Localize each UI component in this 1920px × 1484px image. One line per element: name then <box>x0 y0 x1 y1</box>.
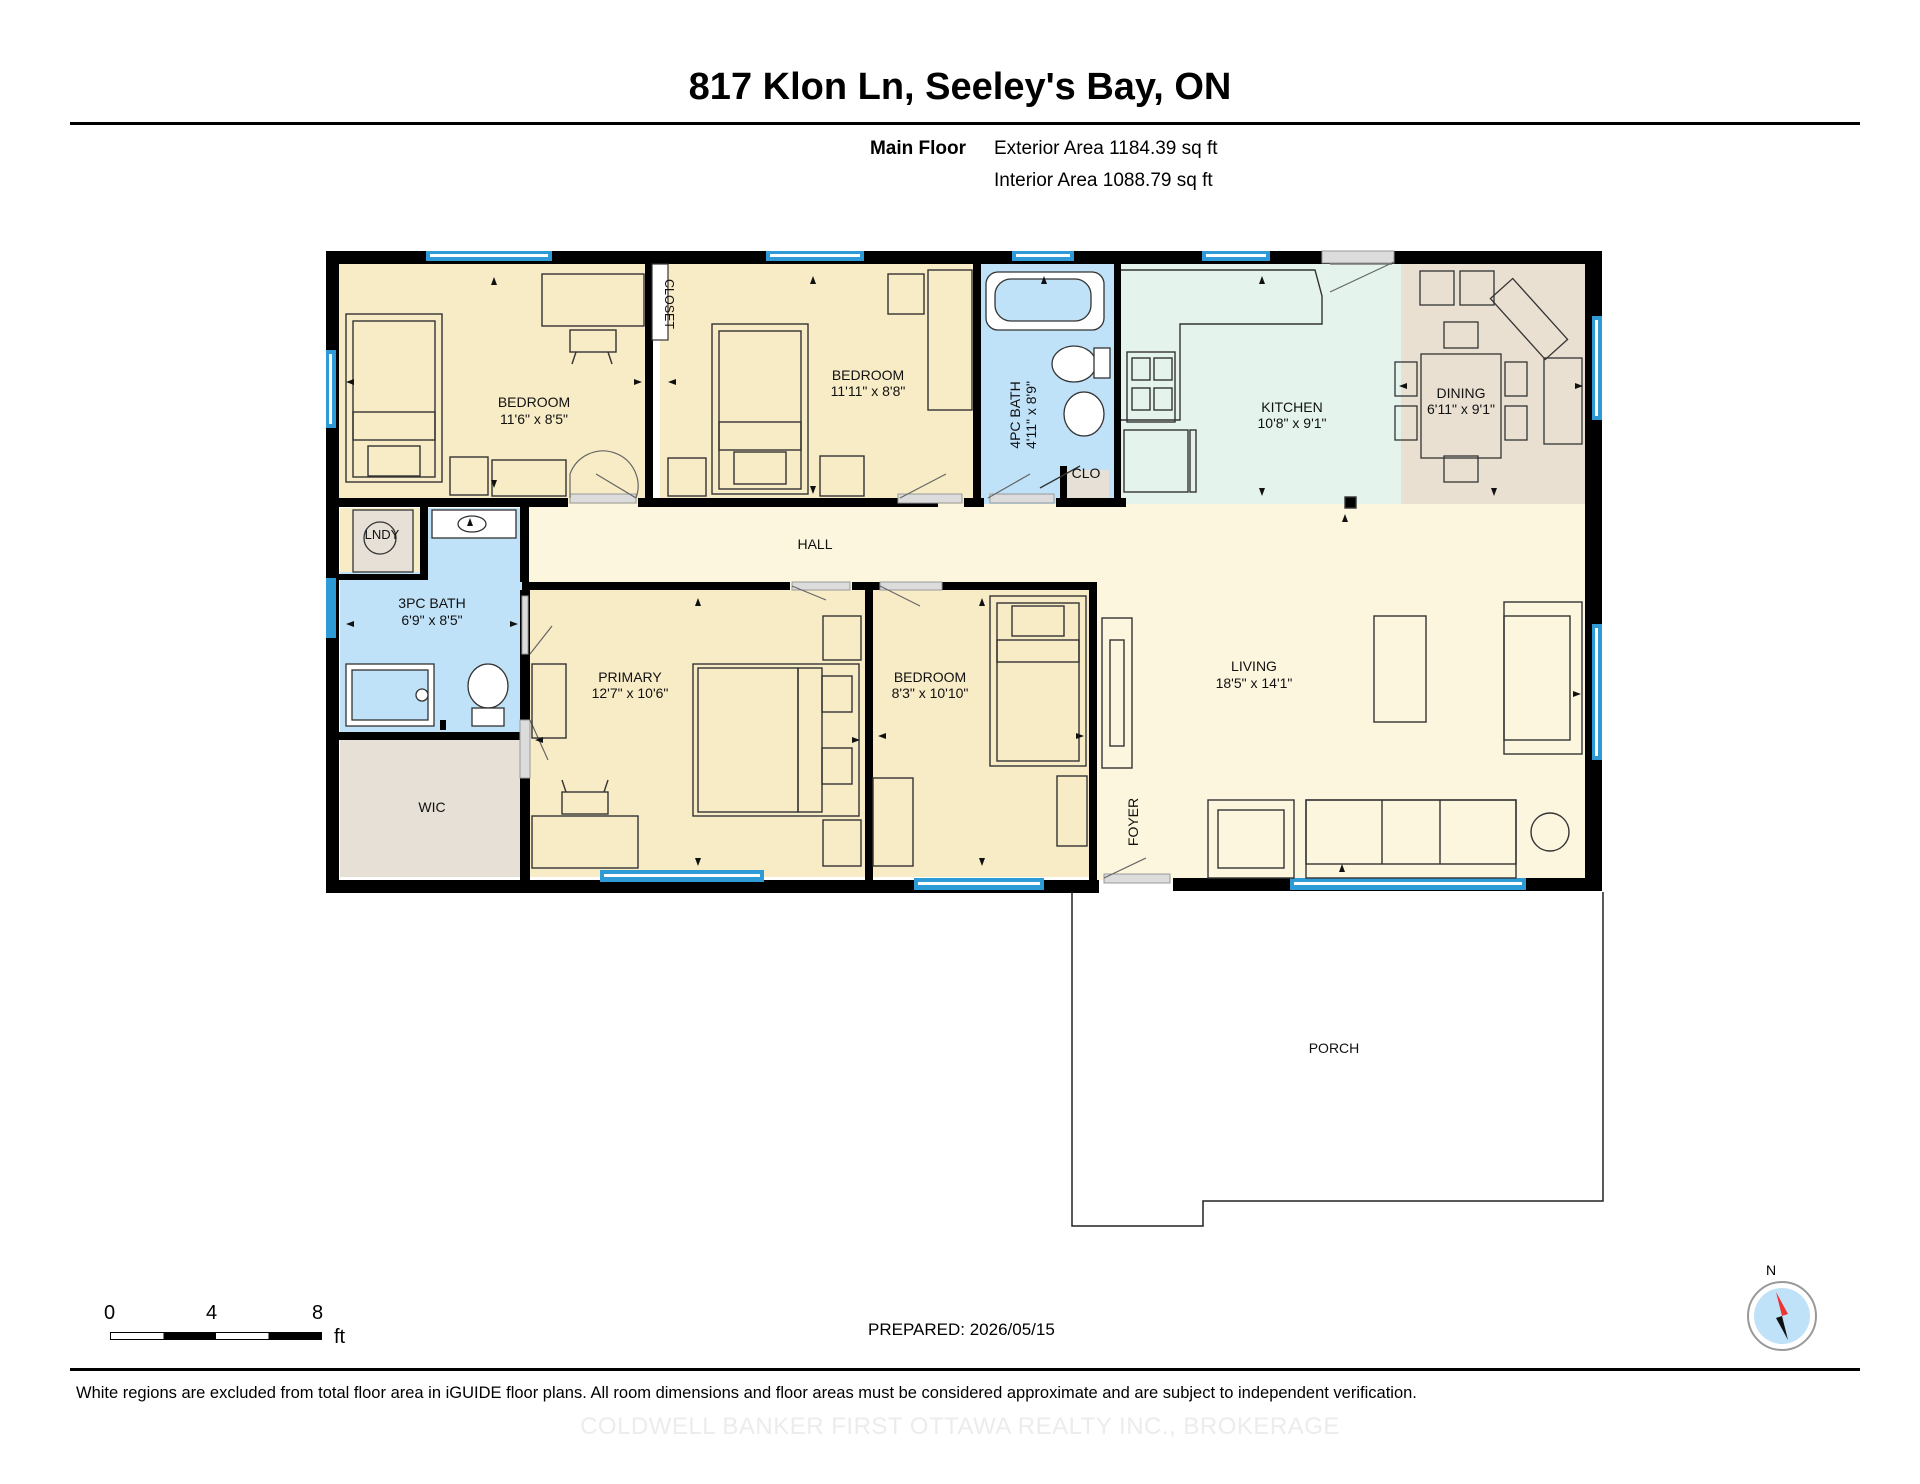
compass-label: N <box>1766 1262 1777 1278</box>
wic-name: WIC <box>418 799 445 815</box>
living-dims: 18'5" x 14'1" <box>1216 675 1293 691</box>
bedroom1-name: BEDROOM <box>498 394 570 410</box>
floor-label: Main Floor <box>869 138 966 159</box>
bath3-name: 3PC BATH <box>398 595 465 611</box>
lndy-name: LNDY <box>365 527 400 542</box>
primary-furniture <box>531 615 862 869</box>
room-hall <box>526 504 1585 594</box>
dining-dims: 6'11" x 9'1" <box>1427 401 1495 417</box>
bedroom1-furniture <box>345 273 645 497</box>
interior-area: Interior Area 1088.79 sq ft <box>994 170 1213 191</box>
dining-name: DINING <box>1437 385 1486 401</box>
porch-outline <box>1071 892 1604 1227</box>
living-name: LIVING <box>1231 658 1277 674</box>
scale-tick-8: 8 <box>312 1302 324 1324</box>
closet-name: CLOSET <box>662 279 676 329</box>
top-divider <box>70 122 1860 125</box>
dining-table-set <box>1394 270 1583 483</box>
bedroom2-furniture <box>667 269 973 497</box>
scale-unit: ft <box>334 1326 346 1348</box>
room-bedroom-3 <box>873 590 1089 877</box>
compass-icon <box>1747 1281 1817 1351</box>
direction-markers <box>346 276 1583 872</box>
primary-name: PRIMARY <box>598 669 662 685</box>
door-thresholds <box>519 250 1395 884</box>
foyer-name: FOYER <box>1125 798 1141 846</box>
brokerage-watermark: COLDWELL BANKER FIRST OTTAWA REALTY INC.… <box>580 1413 1340 1440</box>
exterior-area: Exterior Area 1184.39 sq ft <box>994 138 1218 159</box>
bedroom1-dims: 11'6" x 8'5" <box>500 411 568 427</box>
bedroom3-furniture <box>872 595 1088 867</box>
clo-name: CLO <box>1072 465 1101 481</box>
closet-outline <box>651 263 669 341</box>
room-dining <box>1401 264 1585 504</box>
kitchen-name: KITCHEN <box>1261 399 1322 415</box>
porch-name: PORCH <box>1309 1040 1360 1056</box>
room-labels: BEDROOM 11'6" x 8'5" BEDROOM 11'11" x 8'… <box>365 279 1495 1056</box>
prepared-date: PREPARED: 2026/05/15 <box>868 1320 1055 1339</box>
room-wic <box>340 737 525 877</box>
scale-tick-0: 0 <box>104 1302 116 1324</box>
bath3-fixtures <box>345 509 517 727</box>
kitchen-fixtures <box>1121 269 1357 509</box>
bath4-dims: 4'11" x 8'9" <box>1023 381 1039 449</box>
scale-tick-4: 4 <box>206 1302 218 1324</box>
interior-walls <box>336 264 1126 882</box>
door-swings <box>529 261 1395 879</box>
window-glass <box>329 254 1598 885</box>
bath3-dims: 6'9" x 8'5" <box>401 612 462 628</box>
bedroom2-name: BEDROOM <box>832 367 904 383</box>
primary-dims: 12'7" x 10'6" <box>592 685 669 701</box>
disclaimer-text: White regions are excluded from total fl… <box>76 1384 1417 1402</box>
bottom-divider <box>70 1368 1860 1371</box>
room-kitchen <box>1121 264 1401 504</box>
bath4-fixtures <box>985 271 1111 489</box>
bedroom3-name: BEDROOM <box>894 669 966 685</box>
living-furniture <box>1101 601 1583 879</box>
bath4-name: 4PC BATH <box>1007 381 1023 448</box>
kitchen-dims: 10'8" x 9'1" <box>1258 415 1327 431</box>
scale-bar-graphic <box>110 1332 322 1340</box>
room-living <box>1094 594 1585 880</box>
room-bedroom-2 <box>660 264 978 504</box>
bedroom3-dims: 8'3" x 10'10" <box>892 685 969 701</box>
page-title: 817 Klon Ln, Seeley's Bay, ON <box>688 66 1232 108</box>
hall-name: HALL <box>797 536 832 552</box>
bedroom2-dims: 11'11" x 8'8" <box>831 383 906 399</box>
